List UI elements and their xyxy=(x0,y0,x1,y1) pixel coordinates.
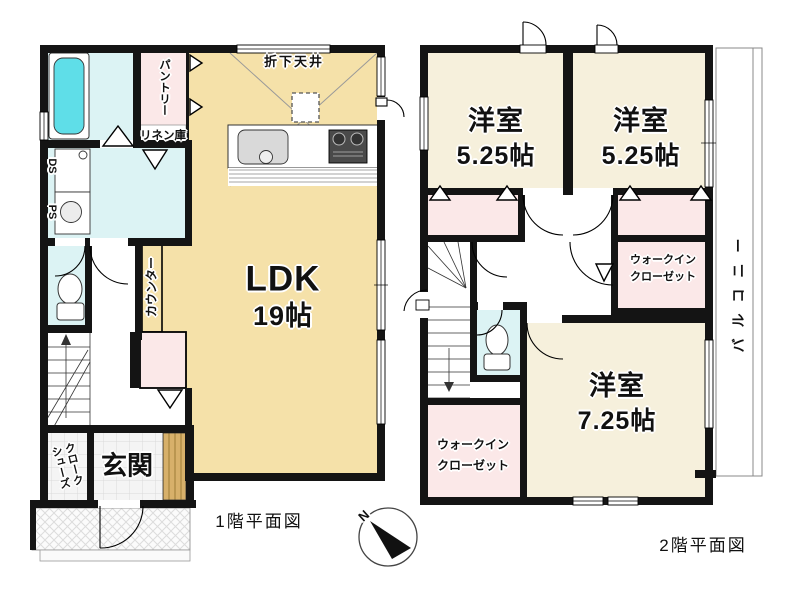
bedroom3-room xyxy=(527,323,705,497)
doors-2f xyxy=(403,21,619,360)
folding-door-marks-2f xyxy=(428,184,713,283)
label-wic-lower-line1: ウォークイン xyxy=(436,437,510,452)
bathtub xyxy=(48,52,90,140)
floor1-title: 1階平面図 xyxy=(215,512,303,532)
label-bedroom2-size: 5.25帖 xyxy=(601,141,681,170)
genkan-step xyxy=(162,432,187,501)
bedroom2-closet xyxy=(618,195,705,235)
kitchen-stove xyxy=(328,129,368,164)
washer-pan xyxy=(54,148,91,193)
label-ldk-size: 19帖 xyxy=(252,300,314,331)
stairs-1f xyxy=(43,333,91,431)
walls-2f xyxy=(420,45,716,505)
doors-1f xyxy=(54,97,405,549)
hall-closet xyxy=(139,331,187,389)
toilet2f-fixture xyxy=(483,324,511,371)
pantry-room xyxy=(140,49,186,125)
porch-step xyxy=(39,549,191,562)
label-dropped-ceiling: 折下天井 xyxy=(263,54,325,70)
window-midlines-2f xyxy=(423,97,716,502)
label-counter: カウンター xyxy=(144,256,159,318)
label-wic-upper-line2: クローゼット xyxy=(630,271,696,284)
stairs-up-arrow xyxy=(61,334,71,345)
bedroom2-room xyxy=(573,53,705,188)
label-bedroom3: 洋室 xyxy=(589,370,645,401)
floor2-plan xyxy=(403,21,763,506)
label-ps: PS xyxy=(45,204,58,220)
vanity-sink xyxy=(54,191,91,235)
floor1-plan xyxy=(30,44,405,562)
sink-drain xyxy=(259,150,273,164)
wic-upper-room xyxy=(618,242,705,308)
label-pantry: パントリー xyxy=(158,58,171,116)
bedroom1-closet xyxy=(428,195,518,235)
compass xyxy=(358,507,418,567)
counter-front-lines xyxy=(229,169,377,183)
label-ldk: LDK xyxy=(245,259,321,299)
label-bedroom1-size: 5.25帖 xyxy=(456,141,536,170)
window-midlines-1f xyxy=(43,48,388,424)
compass-needle xyxy=(370,521,411,559)
wic-lower-room xyxy=(428,405,520,497)
shoes-closet-floor xyxy=(44,433,87,500)
kitchen-counter-front xyxy=(228,168,378,186)
porch xyxy=(31,507,191,551)
stairs-2f xyxy=(427,241,470,399)
genkan-floor xyxy=(92,433,163,500)
label-genkan: 玄関 xyxy=(100,450,154,481)
toilet1f-fixture xyxy=(56,273,85,321)
balcony-outline xyxy=(715,47,763,477)
label-ds: DS xyxy=(45,158,58,174)
ceiling-opening-dashed xyxy=(291,92,320,123)
label-bedroom1: 洋室 xyxy=(468,105,524,136)
stairs-down-arrow xyxy=(444,382,454,392)
label-linen: リネン庫 xyxy=(140,129,186,142)
label-wic-lower-line2: クローゼット xyxy=(436,458,510,473)
kitchen-sink xyxy=(237,129,289,165)
label-bedroom2: 洋室 xyxy=(613,105,669,136)
ldk-room xyxy=(188,49,379,475)
label-wic-upper-line1: ウォークイン xyxy=(630,254,696,267)
bedroom1-room xyxy=(428,53,563,188)
floor2-title: 2階平面図 xyxy=(659,536,747,556)
folding-door-marks-1f xyxy=(101,53,204,410)
label-bedroom3-size: 7.25帖 xyxy=(577,406,657,435)
label-balcony: バルコニー xyxy=(730,227,747,353)
